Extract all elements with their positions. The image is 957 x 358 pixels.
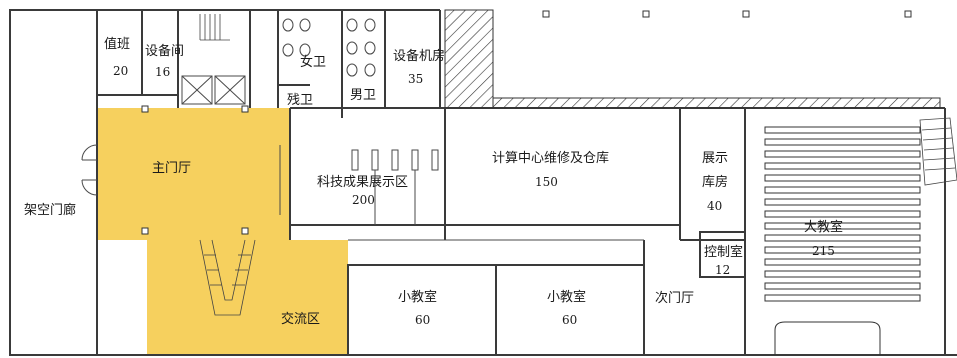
exhibit-storage-label-1: 展示	[702, 151, 728, 166]
exhibit-storage-number: 40	[707, 199, 722, 213]
external-stair	[919, 117, 957, 186]
classroom-b-label: 小教室	[547, 289, 586, 305]
service-rooms	[97, 10, 386, 118]
computer-center-label: 计算中心维修及仓库	[492, 150, 609, 166]
hatched-shaft	[444, 9, 494, 109]
women-wc-label: 女卫	[300, 54, 326, 70]
arcade-doors	[81, 144, 98, 196]
lecture-hall-label: 大教室	[804, 219, 843, 235]
lecture-seating	[764, 126, 921, 355]
exhibition-number: 200	[352, 193, 375, 207]
side-entrance-label: 次门厅	[655, 290, 694, 306]
exhibit-storage-label-2: 库房	[702, 174, 728, 190]
main-hall-label: 主门厅	[152, 161, 191, 176]
control-room-label: 控制室	[704, 244, 743, 260]
hatched-roof-edge	[492, 97, 941, 109]
classroom-a-label: 小教室	[398, 289, 437, 305]
lecture-hall-number: 215	[812, 244, 835, 258]
exchange-stair	[199, 239, 256, 316]
main-hall-highlight	[97, 108, 348, 355]
accessible-wc-label: 残卫	[287, 93, 313, 108]
exchange-area-label: 交流区	[281, 311, 320, 327]
duty-room-number: 20	[113, 64, 128, 78]
exhibition-label: 科技成果展示区	[317, 175, 408, 190]
main-hall-structure	[141, 105, 291, 240]
arcade-label: 架空门廊	[24, 202, 76, 218]
duty-room-label: 值班	[104, 36, 130, 52]
equipment-room-number: 16	[155, 65, 170, 79]
roof-markers	[542, 10, 912, 18]
classroom-a-number: 60	[415, 313, 430, 327]
control-room-walls	[699, 231, 746, 278]
equipment-machine-room-label: 设备机房	[393, 48, 445, 64]
control-room-number: 12	[715, 263, 730, 277]
exhibition-structure	[290, 108, 446, 240]
computer-center-number: 150	[535, 175, 558, 189]
classroom-b-number: 60	[562, 313, 577, 327]
classroom-structure	[347, 239, 645, 356]
men-wc-label: 男卫	[350, 88, 376, 103]
equipment-room-label: 设备间	[145, 43, 184, 59]
equipment-machine-room-number: 35	[408, 72, 423, 86]
